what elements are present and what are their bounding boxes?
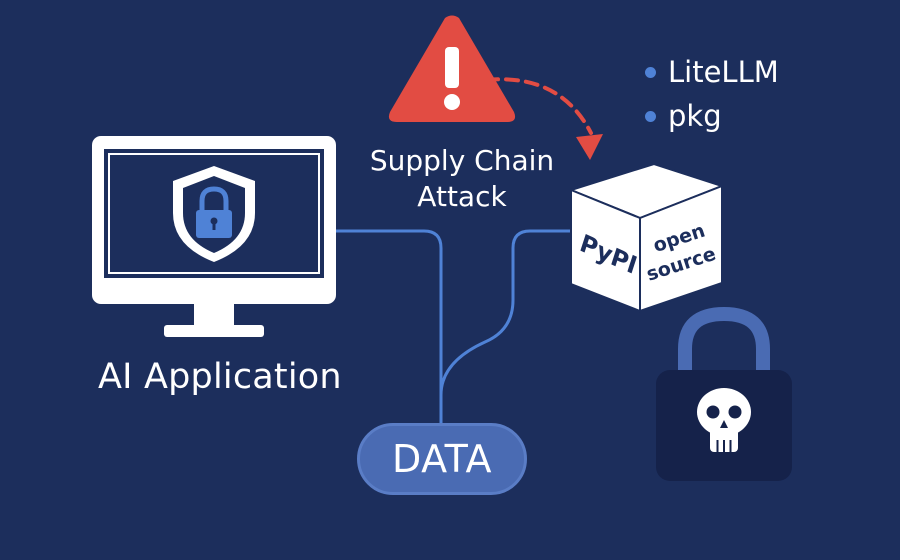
data-node-label: DATA [392,437,492,481]
bullet-dot-icon [645,111,656,122]
data-node: DATA [357,423,527,495]
pypi-cube-icon: PyPI open source [568,162,725,313]
package-item-label: LiteLLM [668,55,779,89]
shield-icon [173,166,255,262]
bullet-dot-icon [645,67,656,78]
connector-pypi-to-data [439,229,572,397]
warning-triangle-icon [388,15,516,122]
supply-chain-attack-label: Supply Chain Attack [352,143,572,215]
connector-lines [330,229,572,425]
ai-application-label: AI Application [98,357,342,397]
attack-label-line2: Attack [417,180,507,213]
package-item-litellm: LiteLLM [644,50,779,94]
attack-arrow [484,77,603,160]
skull-icon [697,388,751,452]
connector-monitor-to-data [330,229,443,425]
package-item-pkg: pkg [644,94,779,138]
attack-label-line1: Supply Chain [369,144,555,177]
compromised-lock-icon [656,306,792,481]
package-list: LiteLLM pkg [644,50,779,138]
package-item-label: pkg [668,99,722,133]
padlock-icon [196,186,232,238]
